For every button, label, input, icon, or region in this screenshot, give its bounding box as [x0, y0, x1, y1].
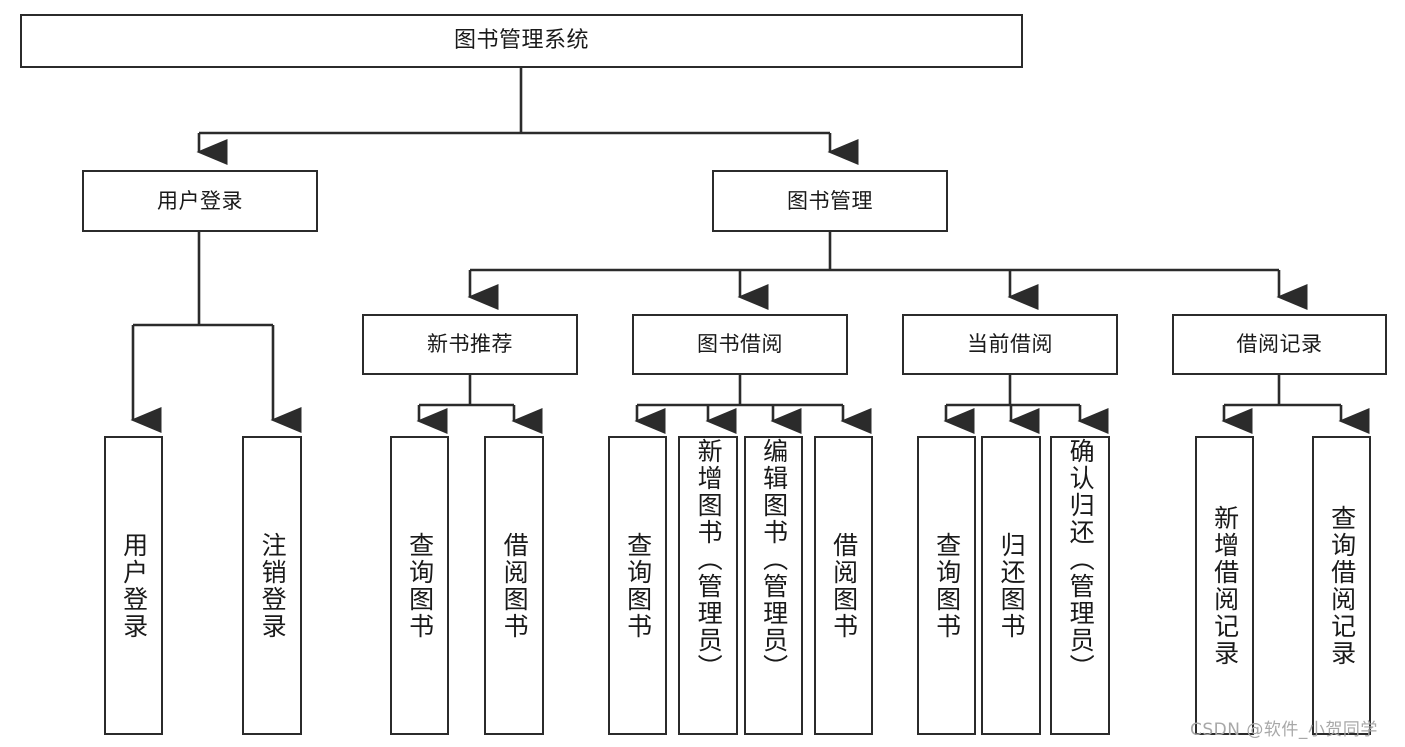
node-book-manage[interactable]: 图书管理	[712, 170, 948, 232]
node-current-borrow-label: 当前借阅	[967, 332, 1053, 356]
node-borrow-record-label: 借阅记录	[1236, 332, 1323, 356]
node-leaf-add-book-label: 新增图书（管理员）	[694, 438, 724, 681]
node-leaf-add-book[interactable]: 新增图书（管理员）	[678, 436, 738, 735]
node-leaf-user-logout[interactable]: 注销登录	[242, 436, 302, 735]
node-root-label: 图书管理系统	[453, 28, 589, 53]
node-leaf-return-book-label: 归还图书	[997, 531, 1027, 640]
node-book-manage-label: 图书管理	[787, 188, 873, 213]
node-leaf-borrow-book-2[interactable]: 借阅图书	[814, 436, 873, 735]
node-leaf-query-record[interactable]: 查询借阅记录	[1312, 436, 1371, 735]
node-root[interactable]: 图书管理系统	[20, 14, 1023, 68]
node-book-borrow[interactable]: 图书借阅	[632, 314, 848, 375]
node-new-book-rec[interactable]: 新书推荐	[362, 314, 578, 375]
node-leaf-borrow-book-1-label: 借阅图书	[500, 531, 530, 640]
node-leaf-add-record-label: 新增借阅记录	[1210, 504, 1240, 667]
node-new-book-rec-label: 新书推荐	[427, 332, 513, 356]
node-leaf-query-record-label: 查询借阅记录	[1327, 504, 1357, 667]
node-leaf-borrow-book-1[interactable]: 借阅图书	[484, 436, 544, 735]
node-leaf-confirm-return[interactable]: 确认归还（管理员）	[1050, 436, 1110, 735]
node-leaf-return-book[interactable]: 归还图书	[981, 436, 1041, 735]
node-leaf-user-login[interactable]: 用户登录	[104, 436, 163, 735]
node-leaf-query-book-2[interactable]: 查询图书	[608, 436, 667, 735]
node-leaf-user-logout-label: 注销登录	[258, 531, 288, 640]
node-leaf-confirm-return-label: 确认归还（管理员）	[1066, 438, 1096, 681]
node-leaf-query-book-2-label: 查询图书	[623, 531, 653, 640]
watermark: CSDN @软件_小贺同学	[1190, 720, 1378, 740]
node-leaf-query-book-1-label: 查询图书	[405, 531, 435, 640]
node-user-login[interactable]: 用户登录	[82, 170, 318, 232]
node-leaf-query-book-1[interactable]: 查询图书	[390, 436, 449, 735]
node-leaf-user-login-label: 用户登录	[119, 531, 149, 640]
node-leaf-edit-book-label: 编辑图书（管理员）	[759, 438, 789, 681]
node-current-borrow[interactable]: 当前借阅	[902, 314, 1118, 375]
node-book-borrow-label: 图书借阅	[697, 332, 783, 356]
node-leaf-query-book-3[interactable]: 查询图书	[917, 436, 976, 735]
node-leaf-query-book-3-label: 查询图书	[932, 531, 962, 640]
node-borrow-record[interactable]: 借阅记录	[1172, 314, 1387, 375]
node-leaf-add-record[interactable]: 新增借阅记录	[1195, 436, 1254, 735]
node-leaf-edit-book[interactable]: 编辑图书（管理员）	[744, 436, 803, 735]
node-leaf-borrow-book-2-label: 借阅图书	[829, 531, 859, 640]
node-user-login-label: 用户登录	[157, 188, 243, 213]
